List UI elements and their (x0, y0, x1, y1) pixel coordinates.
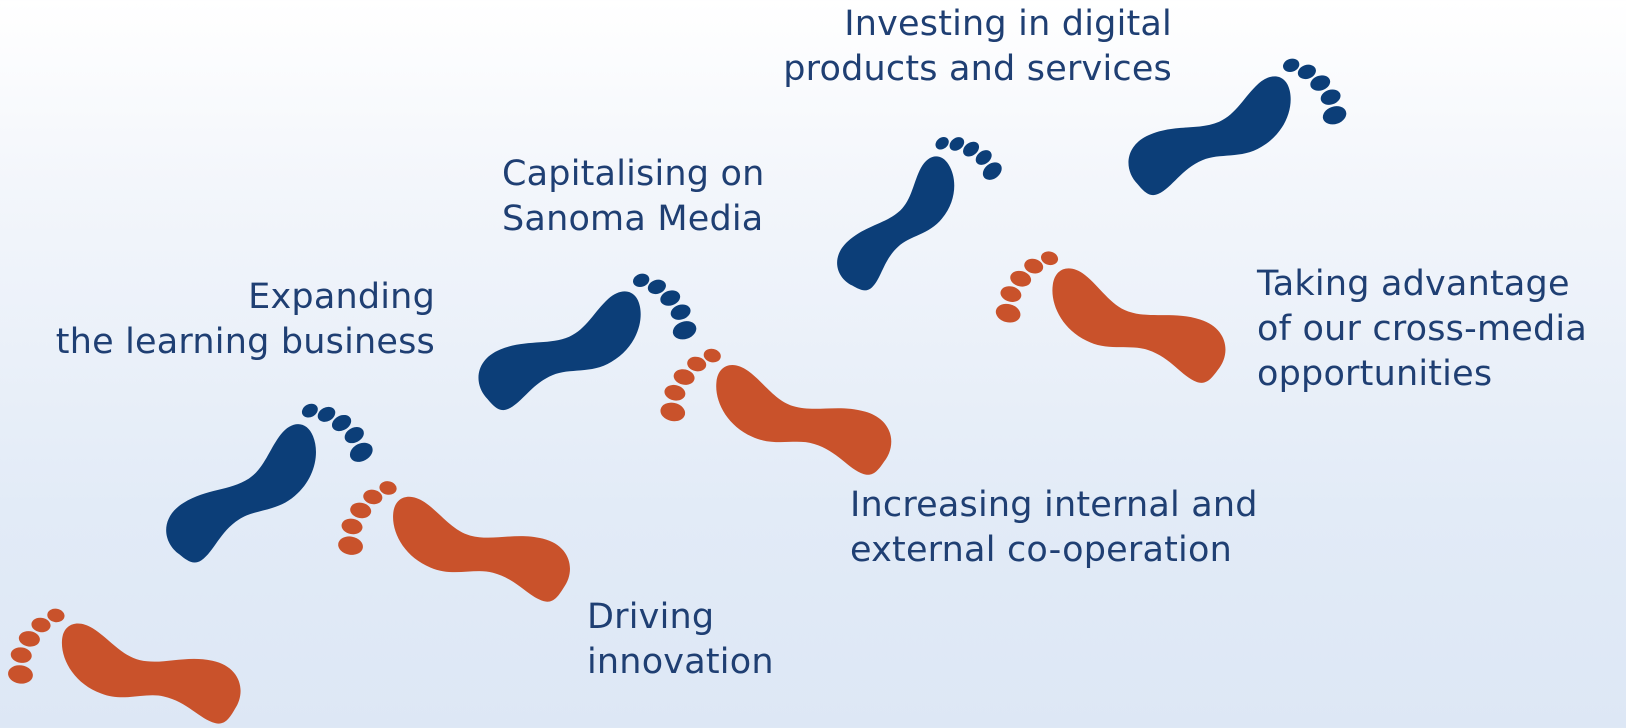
label-taking-advantage-line3: opportunities (1257, 354, 1493, 394)
label-capitalising-line2: Sanoma Media (502, 199, 764, 239)
blue-footprint-1 (142, 387, 382, 570)
orange-footprint-4 (990, 242, 1240, 388)
blue-footprint-3 (811, 118, 1012, 299)
label-increasing-line1: Increasing internal and (850, 485, 1258, 525)
label-expanding-line2: the learning business (55, 322, 435, 362)
label-taking-advantage-line1: Taking advantage (1257, 264, 1570, 304)
label-increasing: Increasing internal and external co-oper… (850, 483, 1258, 573)
orange-footprint-1 (5, 603, 249, 727)
label-capitalising: Capitalising on Sanoma Media (502, 152, 765, 242)
label-taking-advantage-line2: of our cross-media (1257, 309, 1587, 349)
label-investing-line1: Investing in digital (844, 4, 1172, 44)
label-expanding-line1: Expanding (248, 277, 435, 317)
footprint-shape (811, 118, 1012, 299)
label-expanding: Expanding the learning business (30, 275, 435, 365)
blue-footprint-2 (462, 262, 703, 416)
label-driving-line2: innovation (587, 642, 774, 682)
label-driving: Driving innovation (587, 595, 774, 685)
label-investing-line2: products and services (783, 49, 1172, 89)
footprint-shape (462, 262, 703, 416)
label-driving-line1: Driving (587, 597, 715, 637)
label-increasing-line2: external co-operation (850, 530, 1232, 570)
footprint-shape (5, 603, 249, 727)
label-taking-advantage: Taking advantage of our cross-media oppo… (1257, 262, 1587, 397)
label-investing: Investing in digital products and servic… (740, 2, 1172, 92)
label-capitalising-line1: Capitalising on (502, 154, 765, 194)
